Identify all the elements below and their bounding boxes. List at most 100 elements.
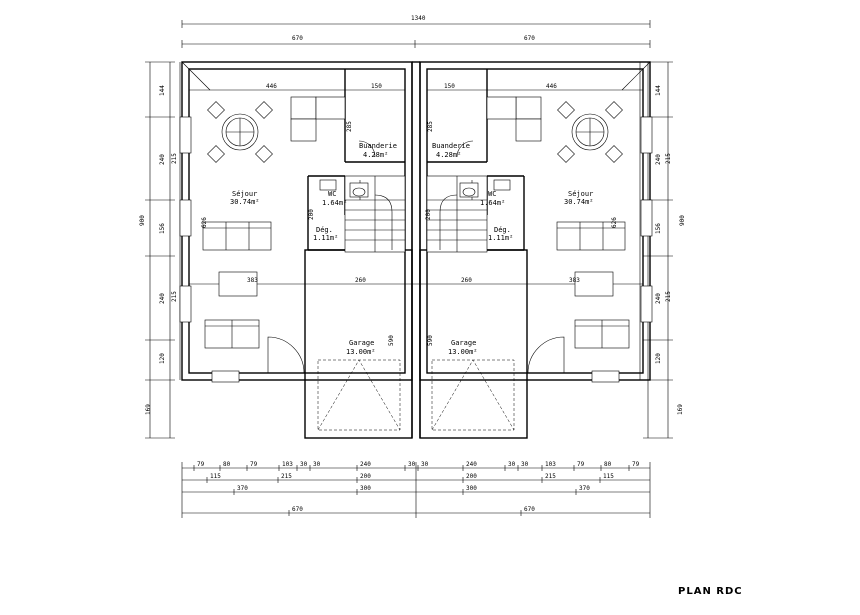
bottom-row1-value: 30 [300,461,308,468]
armchair-left [204,319,260,349]
bottom-row3-value: 370 [237,485,248,492]
dim-int-383-left: 383 [247,277,258,284]
dim-right-v3: 240 [655,293,662,304]
dim-top-left-b: 150 [371,83,382,90]
bottom-row4-value: 670 [292,506,303,513]
dim-int-200-left: 200 [308,209,315,220]
bottom-row1-value: 103 [282,461,293,468]
dim-int-626-right: 626 [611,217,618,228]
dim-half-left: 670 [292,35,303,42]
bottom-row1-value: 79 [197,461,205,468]
bottom-row1-value: 240 [466,461,477,468]
room-sejour-left-area: 30.74m² [230,198,260,206]
dim-left-v0: 144 [159,85,166,96]
top-dimensions [181,20,651,48]
dim-int-285-left: 285 [346,121,353,132]
dim-top-right-a: 150 [444,83,455,90]
bottom-row1-value: 79 [632,461,640,468]
bottom-row1-value: 79 [577,461,585,468]
bottom-row2: 115 215 200 200 215 115 [206,473,614,483]
bottom-row2-value: 215 [281,473,292,480]
bottom-row1-value: 30 [521,461,529,468]
coffee-table-left [218,271,258,297]
dining-table-right [557,101,623,163]
room-wc-right-name: WC [488,190,496,198]
room-garage-left-area: 13.00m² [346,348,376,356]
bottom-row1-value: 79 [250,461,258,468]
dining-table-left [207,101,273,163]
dim-left-v5: 169 [145,404,152,415]
bottom-row1-value: 30 [313,461,321,468]
dim-int-626-left: 626 [201,217,208,228]
dim-right-v2: 156 [655,223,662,234]
room-deg-right-area: 1.11m² [488,234,513,242]
coffee-table-right [574,271,614,297]
dim-left-v1: 240 [159,154,166,165]
dim-right-inner1: 215 [665,291,672,302]
bottom-row1-value: 30 [421,461,429,468]
dim-int-383-right: 383 [569,277,580,284]
room-wc-right-area: 1.64m² [480,199,505,207]
dim-left-v4: 120 [159,353,166,364]
dim-left-v3: 240 [159,293,166,304]
laundry-left [290,96,346,142]
dim-int-590-left: 590 [388,335,395,346]
bottom-row1-value: 80 [223,461,231,468]
dim-half-right: 670 [524,35,535,42]
windows [179,116,653,383]
dim-left-inner0: 215 [171,153,178,164]
dim-overall-width: 1340 [411,15,426,22]
dim-left-v2: 156 [159,223,166,234]
room-buanderie-right-name: Buanderie [432,142,470,150]
bottom-row3: 370 300 300 370 [233,485,590,495]
bottom-row1-value: 30 [408,461,416,468]
plan-title: PLAN RDC [678,586,743,597]
dim-left-inner1: 215 [171,291,178,302]
bottom-row2-value: 115 [603,473,614,480]
room-deg-right-name: Dég. [494,226,511,234]
room-buanderie-left-name: Buanderie [359,142,397,150]
bottom-row2-value: 115 [210,473,221,480]
dim-right-v5: 169 [677,404,684,415]
bottom-row1-value: 240 [360,461,371,468]
room-buanderie-right-area: 4.28m² [436,151,461,159]
garage-door-left [317,359,401,431]
bottom-row1-value: 30 [508,461,516,468]
armchair-right [574,319,630,349]
dim-right-inner0: 215 [665,153,672,164]
bottom-row4: 670 670 [288,506,535,516]
dim-int-590-right: 590 [427,335,434,346]
bottom-row3-value: 300 [360,485,371,492]
bottom-row3-value: 370 [579,485,590,492]
room-deg-left-area: 1.11m² [313,234,338,242]
room-buanderie-left-area: 4.28m² [363,151,388,159]
room-garage-right-name: Garage [451,339,476,347]
dim-right-v0: 144 [655,85,662,96]
bottom-row2-value: 200 [360,473,371,480]
dim-int-200-right: 200 [425,209,432,220]
room-sejour-right-area: 30.74m² [564,198,594,206]
wc-right [459,179,511,198]
dim-top-left-a: 446 [266,83,277,90]
room-deg-left-name: Dég. [316,226,333,234]
garage-door-right [431,359,515,431]
wc-left [319,179,369,198]
sofa-left [202,221,272,251]
bottom-row2-value: 200 [466,473,477,480]
dim-int-260-right: 260 [461,277,472,284]
room-sejour-right-name: Séjour [568,190,593,198]
bottom-row4-value: 670 [524,506,535,513]
bottom-row1-value: 103 [545,461,556,468]
laundry-right [486,96,542,142]
dim-int-260-left: 260 [355,277,366,284]
bottom-row3-value: 300 [466,485,477,492]
room-garage-left-name: Garage [349,339,374,347]
dim-left-height: 900 [139,215,146,226]
room-wc-left-name: WC [328,190,336,198]
room-wc-left-area: 1.64m² [322,199,347,207]
doors [267,140,565,374]
bottom-row2-value: 215 [545,473,556,480]
bottom-dimension-lines [181,462,651,518]
dim-right-height: 900 [679,215,686,226]
